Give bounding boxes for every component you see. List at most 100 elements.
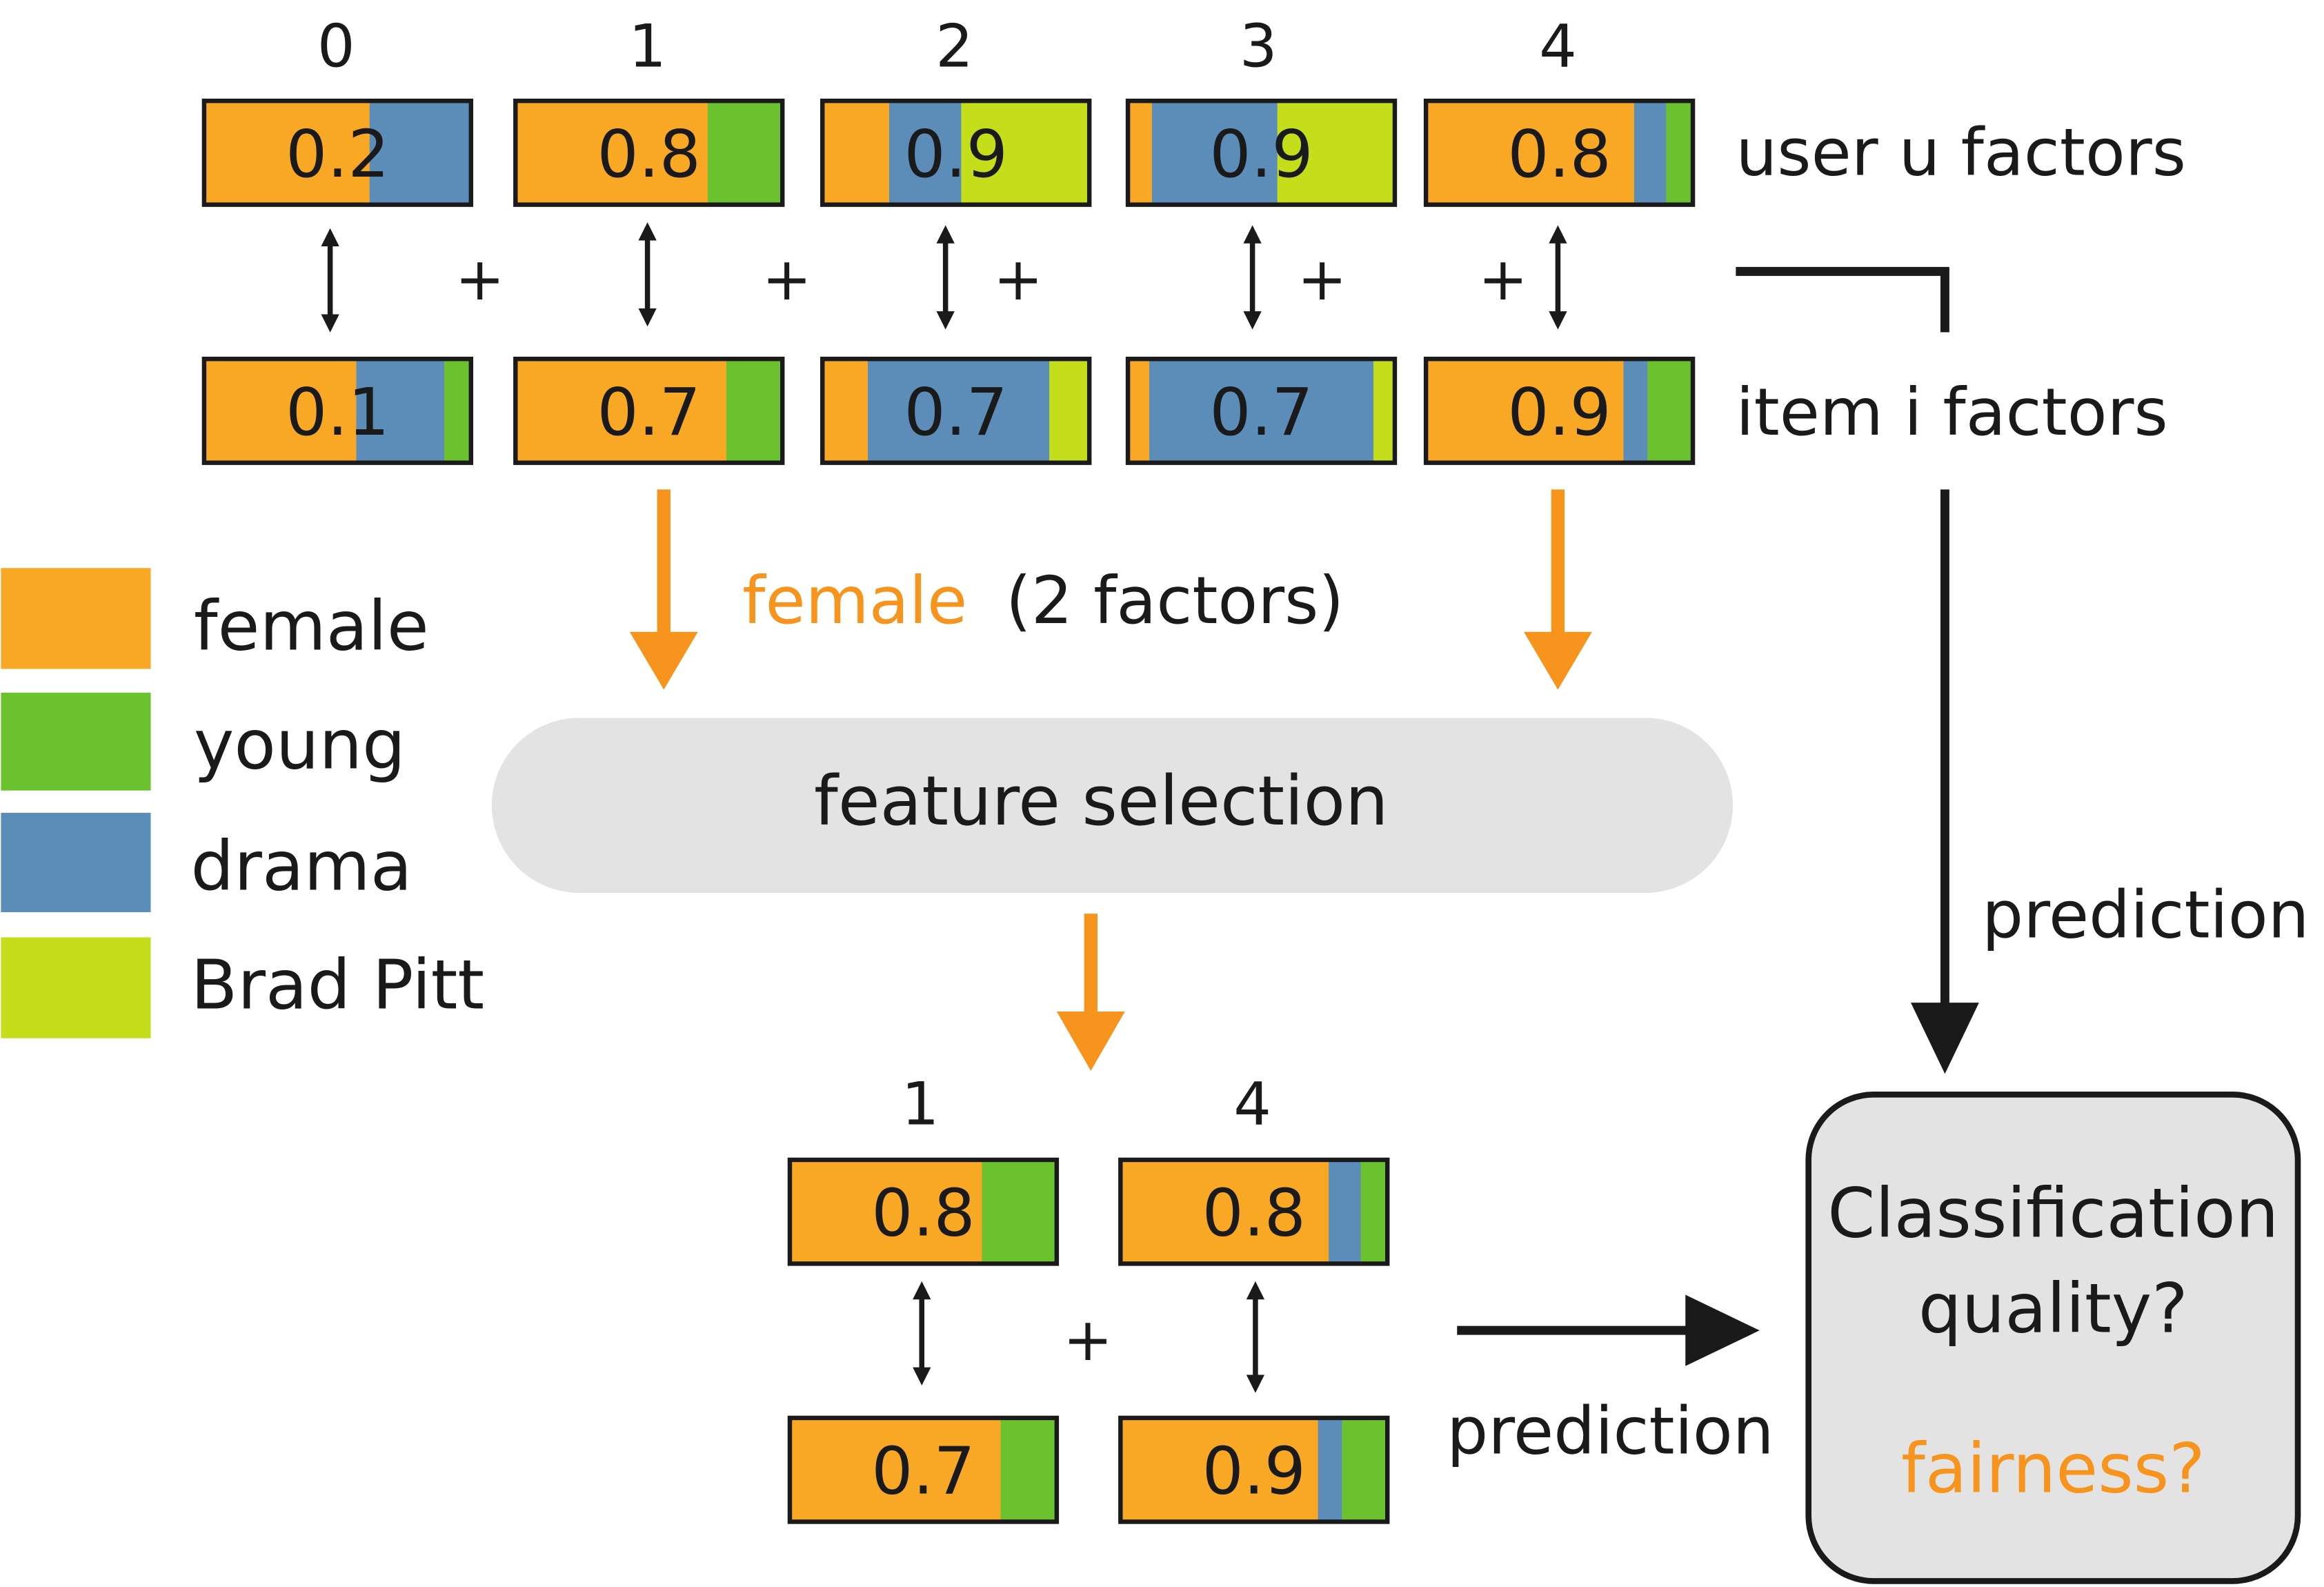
selected-index-4: 4 <box>1233 1070 1271 1138</box>
classification-result-box <box>1805 1092 2301 1584</box>
plus-sign: + <box>993 245 1043 314</box>
factor-value: 0.9 <box>1202 1434 1306 1510</box>
orange-arrows <box>629 489 1592 1071</box>
segment-female <box>1120 1159 1330 1264</box>
segment-drama <box>1633 101 1667 205</box>
segment-drama <box>1318 1417 1343 1522</box>
selected-index-1: 1 <box>902 1070 940 1138</box>
factor-value: 0.7 <box>597 375 701 451</box>
plus-sign: + <box>455 245 505 314</box>
segment-female <box>789 1159 983 1264</box>
item-factor-bar-0: 0.1 <box>201 356 474 465</box>
segment-drama <box>888 101 962 205</box>
plus-signs: + + + + + <box>455 245 1528 314</box>
legend-swatch-brad-pitt <box>1 937 151 1038</box>
segment-female <box>1128 359 1151 463</box>
segment-brad_pitt <box>1277 101 1396 205</box>
segment-female <box>203 359 357 463</box>
factor-index-3: 3 <box>1240 12 1278 81</box>
legend-label-young: young <box>194 705 406 785</box>
prediction-label-right: prediction <box>1982 878 2309 954</box>
user-factor-bar-0: 0.2 <box>201 98 474 207</box>
feature-selection-label: feature selection <box>814 762 1389 841</box>
selected-item-bars: 0.7 0.9 <box>787 1415 1390 1524</box>
plus-sign: + <box>1298 245 1347 314</box>
bar-outline <box>787 1415 1060 1524</box>
user-factor-bar-3: 0.9 <box>1125 98 1398 207</box>
plus-sign: + <box>1478 245 1528 314</box>
segment-young <box>1666 101 1694 205</box>
bar-outline <box>1125 356 1398 465</box>
segment-young <box>1000 1417 1057 1522</box>
selected-user-bar-1: 0.8 <box>1118 1157 1390 1266</box>
bar-outline <box>820 356 1092 465</box>
dot-product-arrows <box>321 222 1567 333</box>
prediction-path-right <box>1736 266 1949 333</box>
prediction-label-bottom: prediction <box>1447 1394 1774 1470</box>
classification-label: Classification <box>1827 1174 2278 1254</box>
prediction-arrow-bottom-head <box>1685 1294 1760 1366</box>
bar-outline <box>201 98 474 207</box>
plus-sign: + <box>762 245 812 314</box>
factor-value: 0.7 <box>1209 375 1313 451</box>
selected-dot-arrows <box>913 1281 1265 1393</box>
item-factor-bar-1: 0.7 <box>513 356 785 465</box>
factors-count-note: (2 factors) <box>1006 563 1344 639</box>
segment-young <box>444 359 472 463</box>
factor-value: 0.9 <box>1507 375 1611 451</box>
segment-drama <box>369 101 472 205</box>
fairness-label: fairness? <box>1901 1429 2205 1508</box>
factor-index-2: 2 <box>935 12 973 81</box>
segment-female <box>789 1417 1002 1522</box>
legend-swatch-female <box>1 568 151 669</box>
segment-drama <box>356 359 446 463</box>
feature-selection-box <box>491 718 1734 894</box>
orange-arrow-4-head <box>1523 631 1592 690</box>
factor-value: 0.8 <box>1202 1176 1306 1252</box>
segment-brad_pitt <box>1373 359 1396 463</box>
orange-arrow-1-head <box>629 631 698 690</box>
factor-value: 0.9 <box>1209 117 1313 193</box>
legend-label-female: female <box>194 586 429 666</box>
segment-female <box>515 101 708 205</box>
factor-value: 0.8 <box>597 117 701 193</box>
segment-young <box>982 1159 1057 1264</box>
segment-female <box>203 101 370 205</box>
selected-item-bar-1: 0.9 <box>1118 1415 1390 1524</box>
prediction-arrow-right-head <box>1911 1003 1979 1074</box>
factor-value: 0.8 <box>1507 117 1611 193</box>
factor-value: 0.7 <box>871 1434 975 1510</box>
segment-young <box>726 359 784 463</box>
bar-outline <box>1423 356 1696 465</box>
item-row-label: item i factors <box>1736 375 2167 451</box>
segment-drama <box>1623 359 1649 463</box>
user-factor-bar-4: 0.8 <box>1423 98 1696 207</box>
segment-female <box>1120 1417 1319 1522</box>
item-factor-bar-2: 0.7 <box>820 356 1092 465</box>
segment-female <box>515 359 728 463</box>
item-factor-bar-3: 0.7 <box>1125 356 1398 465</box>
bar-outline <box>1118 1157 1390 1266</box>
segment-young <box>707 101 784 205</box>
factor-index-0: 0 <box>317 12 355 81</box>
quality-label: quality? <box>1918 1269 2188 1348</box>
segment-female <box>822 101 891 205</box>
bar-outline <box>1118 1415 1390 1524</box>
factor-value: 0.8 <box>871 1176 975 1252</box>
segment-young <box>1342 1417 1389 1522</box>
item-factor-bars: 0.1 0.7 0.7 0.7 0.9 <box>201 356 1696 465</box>
bar-outline <box>513 98 785 207</box>
plus-sign: + <box>1063 1305 1113 1374</box>
segment-drama <box>868 359 1051 463</box>
segment-drama <box>1329 1159 1362 1264</box>
segment-female <box>1426 101 1635 205</box>
segment-young <box>1360 1159 1389 1264</box>
segment-female <box>822 359 869 463</box>
user-row-label: user u factors <box>1736 115 2186 191</box>
bar-outline <box>1423 98 1696 207</box>
legend-swatch-young <box>1 692 151 791</box>
female-caption-word: female <box>742 563 967 639</box>
selected-user-bars: 0.8 0.8 <box>787 1157 1390 1266</box>
